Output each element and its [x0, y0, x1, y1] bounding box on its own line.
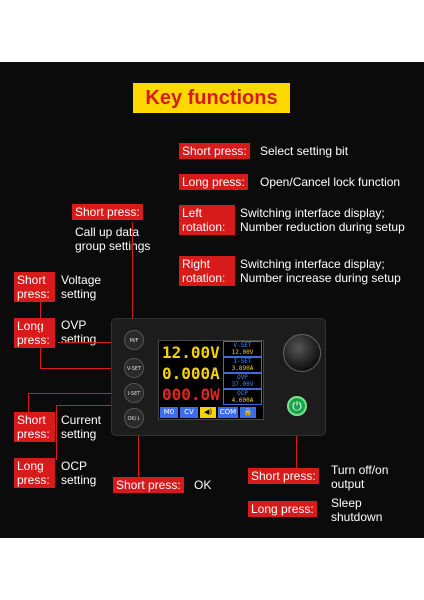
tag-left-rotation-line1: Left	[182, 206, 203, 220]
page-title: Key functions	[133, 83, 290, 113]
tag-ocp-line1: Long	[17, 459, 44, 473]
leader-line-current	[28, 393, 29, 413]
desc-output: output	[331, 477, 365, 491]
speaker-icon: ◀)	[200, 407, 216, 418]
leader-line-mf	[132, 222, 133, 332]
desc-ocp-setting: setting	[61, 473, 97, 487]
desc-shutdown: shutdown	[331, 510, 383, 524]
vset-box: V-SET 12.00V	[223, 341, 262, 357]
desc-sleep: Sleep	[331, 496, 362, 510]
desc-ovp-setting: setting	[61, 332, 97, 346]
leader-line-vset	[40, 368, 129, 369]
iset-box: I-SET 3.890A	[223, 357, 262, 373]
tag-ovp-line2: press:	[17, 333, 50, 347]
ovp-value: 37.00V	[231, 381, 254, 388]
tag-left-rotation-line2: rotation:	[182, 220, 226, 234]
desc-current-setting: setting	[61, 427, 97, 441]
tag-current-line1: Short	[17, 413, 46, 427]
background-panel	[0, 62, 424, 538]
tag-voltage-setting: Short press:	[14, 272, 55, 302]
vset-value: 12.00V	[231, 349, 254, 356]
desc-lock-function: Open/Cancel lock function	[260, 175, 401, 189]
tag-voltage-line2: press:	[17, 287, 50, 301]
desc-right-rotation-1: Switching interface display;	[240, 257, 385, 271]
desc-call-up-data: Call up data	[75, 225, 140, 239]
tag-right-rotation-line1: Right	[182, 257, 211, 271]
tag-ocp-setting: Long press:	[14, 458, 55, 488]
tag-ovp-line1: Long	[17, 319, 44, 333]
tag-right-rotation: Right rotation:	[179, 256, 235, 286]
leader-line-ocp-vert	[56, 405, 57, 460]
power-button[interactable]: ⏻	[287, 396, 307, 416]
tag-long-press-lock: Long press:	[179, 174, 248, 190]
tag-long-press-power: Long press:	[248, 501, 317, 517]
desc-left-rotation-2: Number reduction during setup	[240, 220, 405, 234]
lock-icon: 🔒	[240, 407, 256, 418]
tag-short-press-power: Short press:	[248, 468, 319, 484]
tag-left-rotation: Left rotation:	[179, 205, 235, 235]
tag-voltage-line1: Short	[17, 273, 46, 287]
iset-value: 3.890A	[231, 365, 254, 372]
status-mode: M0	[160, 407, 178, 418]
desc-voltage: Voltage	[61, 273, 102, 287]
desc-current: Current	[61, 413, 102, 427]
desc-ocp: OCP	[61, 459, 88, 473]
leader-line-ocp	[56, 405, 116, 406]
desc-group-settings: group settings	[75, 239, 151, 253]
desc-right-rotation-2: Number increase during setup	[240, 271, 401, 285]
tag-short-press-data-group: Short press:	[72, 204, 143, 220]
leader-line-ovp	[58, 342, 113, 343]
status-com: COM	[218, 407, 238, 418]
ocp-box: OCP 4.600A	[223, 389, 262, 405]
status-cv: CV	[180, 407, 198, 418]
mf-button[interactable]: M/F	[124, 330, 144, 350]
iset-label: I-SET	[233, 358, 252, 365]
vset-button[interactable]: V-SET	[124, 358, 144, 378]
leader-line-ok	[138, 428, 139, 478]
ok-button[interactable]: OK/⇓	[124, 408, 144, 428]
desc-ovp: OVP	[61, 318, 87, 332]
desc-turn-off-on: Turn off/on	[331, 463, 389, 477]
desc-ok: OK	[194, 478, 212, 492]
desc-select-setting-bit: Select setting bit	[260, 144, 349, 158]
rotary-encoder-knob[interactable]	[283, 334, 321, 372]
desc-voltage-setting: setting	[61, 287, 97, 301]
tag-current-setting: Short press:	[14, 412, 55, 442]
power-readout: 000.0W	[162, 385, 220, 404]
leader-line-voltage	[40, 300, 41, 368]
tag-current-line2: press:	[17, 427, 50, 441]
lcd-screen	[158, 340, 264, 420]
leader-line-iset	[28, 393, 129, 394]
ocp-label: OCP	[237, 390, 248, 397]
vset-label: V-SET	[233, 342, 252, 349]
tag-right-rotation-line2: rotation:	[182, 271, 226, 285]
ocp-value: 4.600A	[231, 397, 254, 404]
ovp-box: OVP 37.00V	[223, 373, 262, 389]
tag-ovp-setting: Long press:	[14, 318, 55, 348]
leader-line-power	[296, 416, 297, 469]
tag-short-press-ok: Short press:	[113, 477, 184, 493]
tag-ocp-line2: press:	[17, 473, 50, 487]
ovp-label: OVP	[237, 374, 248, 381]
current-readout: 0.000A	[162, 364, 220, 383]
voltage-readout: 12.00V	[162, 343, 220, 362]
desc-left-rotation-1: Switching interface display;	[240, 206, 385, 220]
power-icon: ⏻	[292, 399, 302, 413]
tag-short-press-select: Short press:	[179, 143, 250, 159]
iset-button[interactable]: I-SET	[124, 383, 144, 403]
